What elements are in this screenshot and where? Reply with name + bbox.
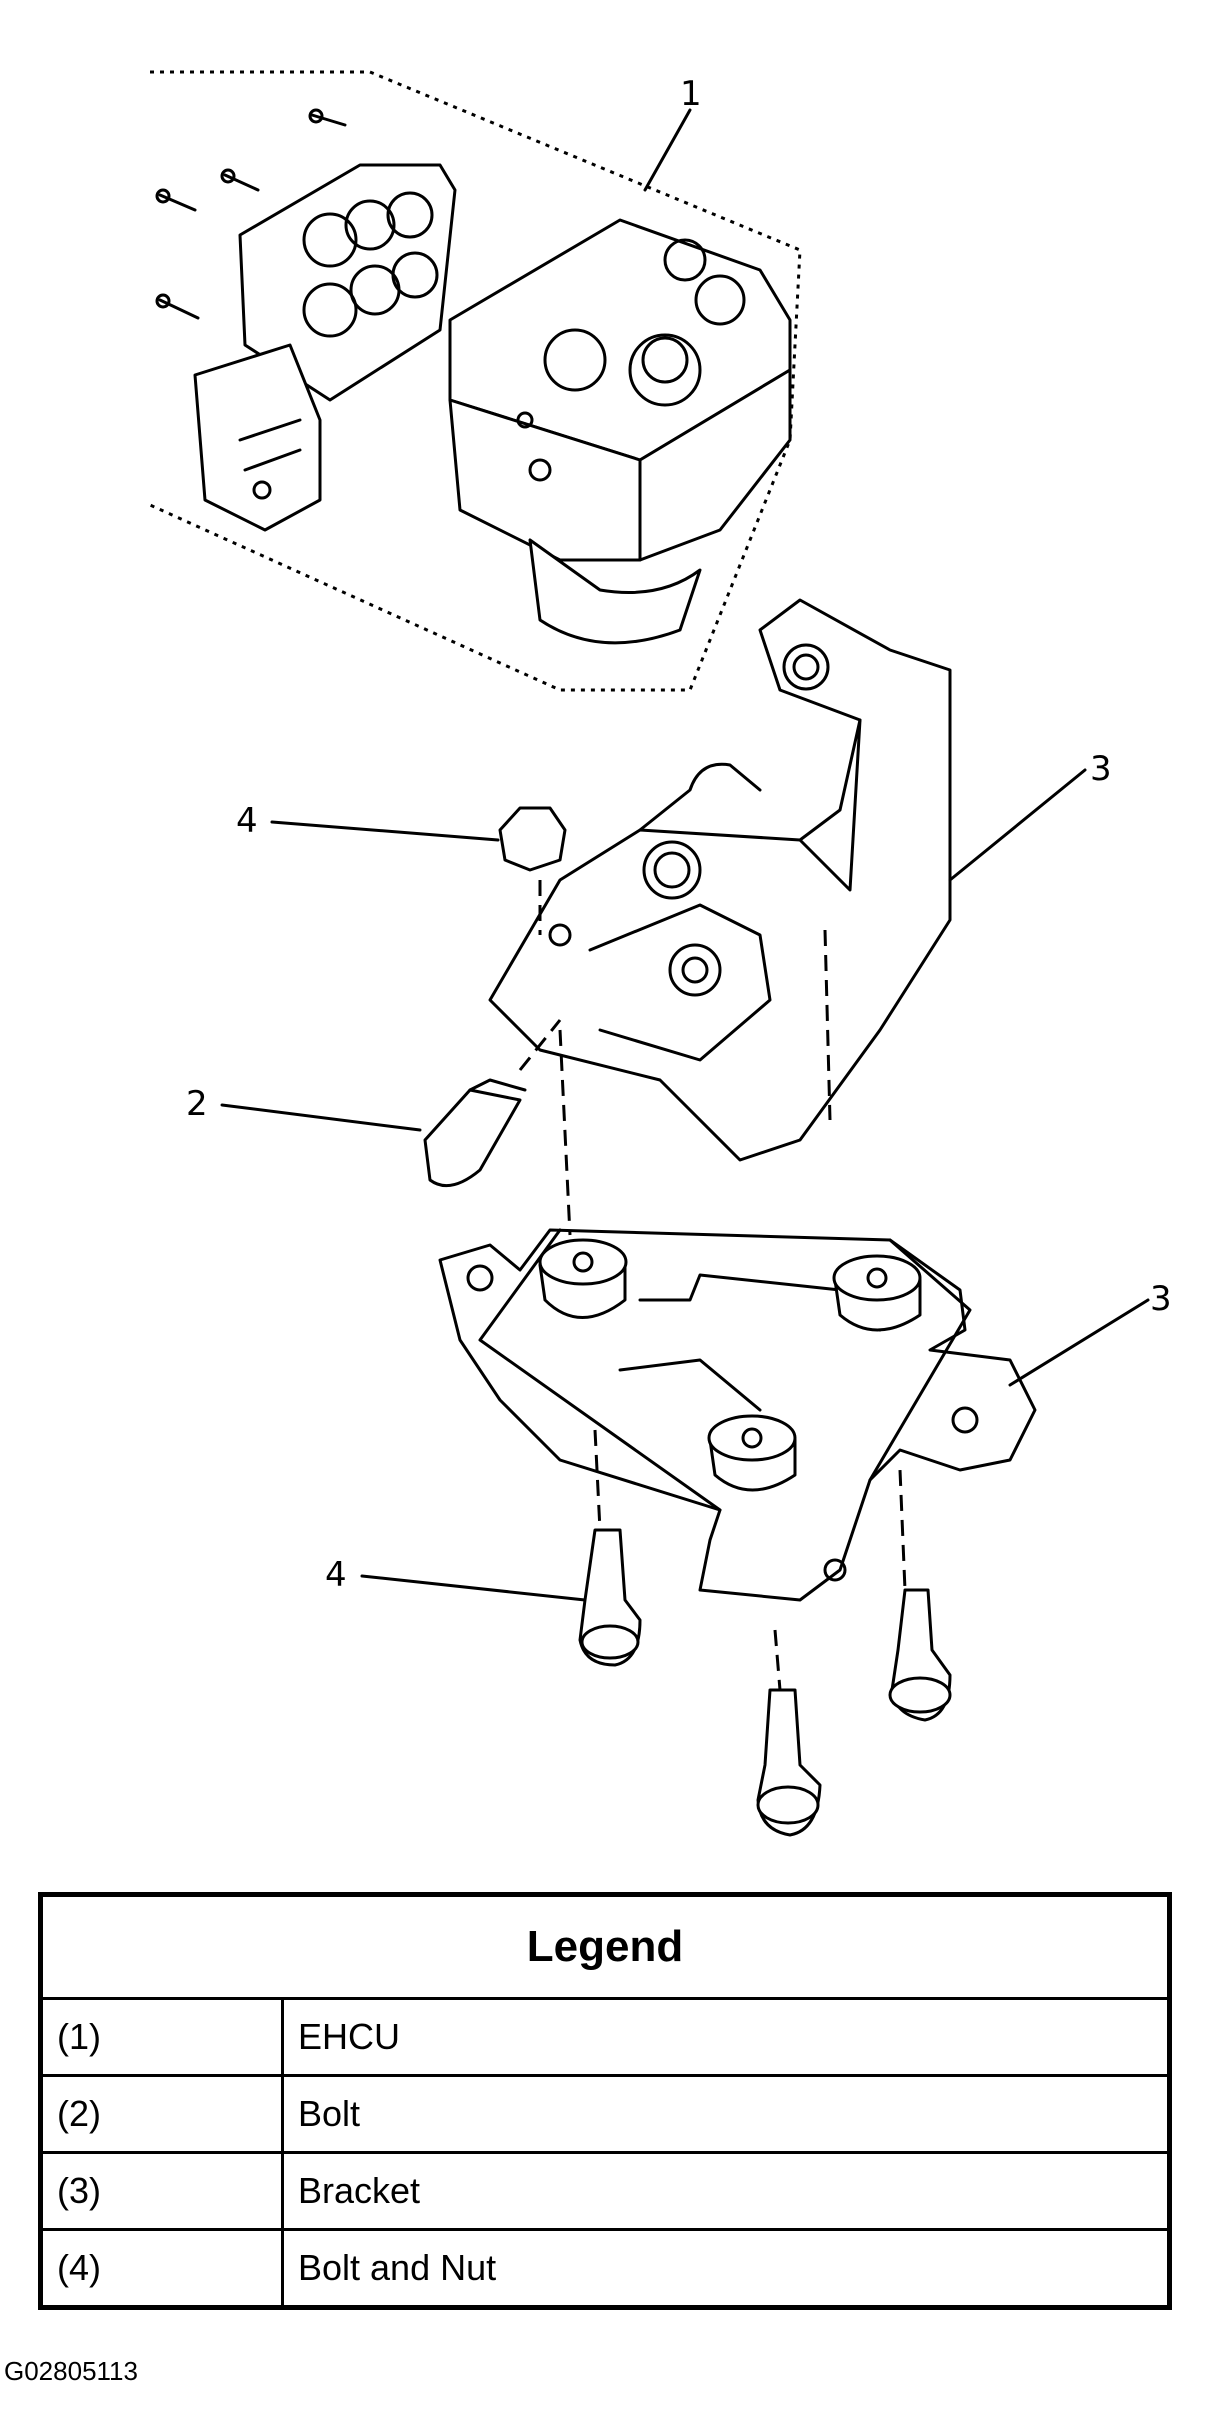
- callout-3-upper-leader: [948, 768, 1087, 882]
- assembly-line-right: [898, 1469, 907, 1591]
- exploded-diagram: 1: [149, 70, 1172, 1837]
- callout-4-upper-leader: [270, 820, 500, 842]
- lower-bolt-center: [756, 1688, 822, 1837]
- ehcu-connector-cover: [193, 163, 457, 532]
- upper-nut: [498, 806, 567, 935]
- callout-2-leader: [220, 1103, 422, 1132]
- assembly-line-mid: [773, 1629, 782, 1691]
- callout-3-lower-label: 3: [1150, 1279, 1172, 1319]
- ehcu-hydraulic-unit: [448, 218, 792, 645]
- legend-row: (4) Bolt and Nut: [39, 2228, 1171, 2309]
- legend-row-label: EHCU: [281, 1997, 1171, 2077]
- lower-bolt-right: [888, 1588, 952, 1722]
- upper-bracket: [488, 598, 952, 1162]
- callout-4-upper-label: 4: [236, 801, 258, 841]
- legend-row-number: (2): [39, 2074, 284, 2154]
- callout-4-lower-label: 4: [325, 1555, 347, 1595]
- legend-row-number: (1): [39, 1997, 284, 2077]
- legend-table: Legend (1) EHCU (2) Bolt (3) Bracket (4)…: [38, 1892, 1172, 2310]
- callout-3-lower-leader: [1008, 1298, 1150, 1387]
- figure-id: G02805113: [4, 2356, 138, 2386]
- callout-2-label: 2: [186, 1084, 208, 1124]
- ehcu-group-outline: [149, 70, 802, 692]
- bolt-2: [423, 1019, 562, 1188]
- legend-row-number: (3): [39, 2151, 284, 2231]
- callout-4-lower-leader: [360, 1574, 587, 1602]
- legend-row-label: Bracket: [281, 2151, 1171, 2231]
- callout-3-upper-label: 3: [1090, 749, 1112, 789]
- assembly-line-left: [593, 1429, 602, 1531]
- legend-row-number: (4): [39, 2228, 284, 2309]
- assembly-line-center: [558, 1029, 572, 1236]
- callout-1-label: 1: [680, 74, 702, 114]
- legend-row: (1) EHCU: [39, 1997, 1171, 2077]
- legend-row-label: Bolt and Nut: [281, 2228, 1171, 2309]
- legend-row-label: Bolt: [281, 2074, 1171, 2154]
- lower-bolt-left: [578, 1528, 642, 1667]
- legend-title: Legend: [39, 1893, 1171, 2000]
- lower-bracket: [438, 1228, 1037, 1602]
- callout-1-leader: [643, 108, 692, 192]
- connector-screws: [155, 108, 347, 320]
- legend-row: (3) Bracket: [39, 2151, 1171, 2231]
- legend-header-row: Legend: [39, 1893, 1171, 2000]
- legend-row: (2) Bolt: [39, 2074, 1171, 2154]
